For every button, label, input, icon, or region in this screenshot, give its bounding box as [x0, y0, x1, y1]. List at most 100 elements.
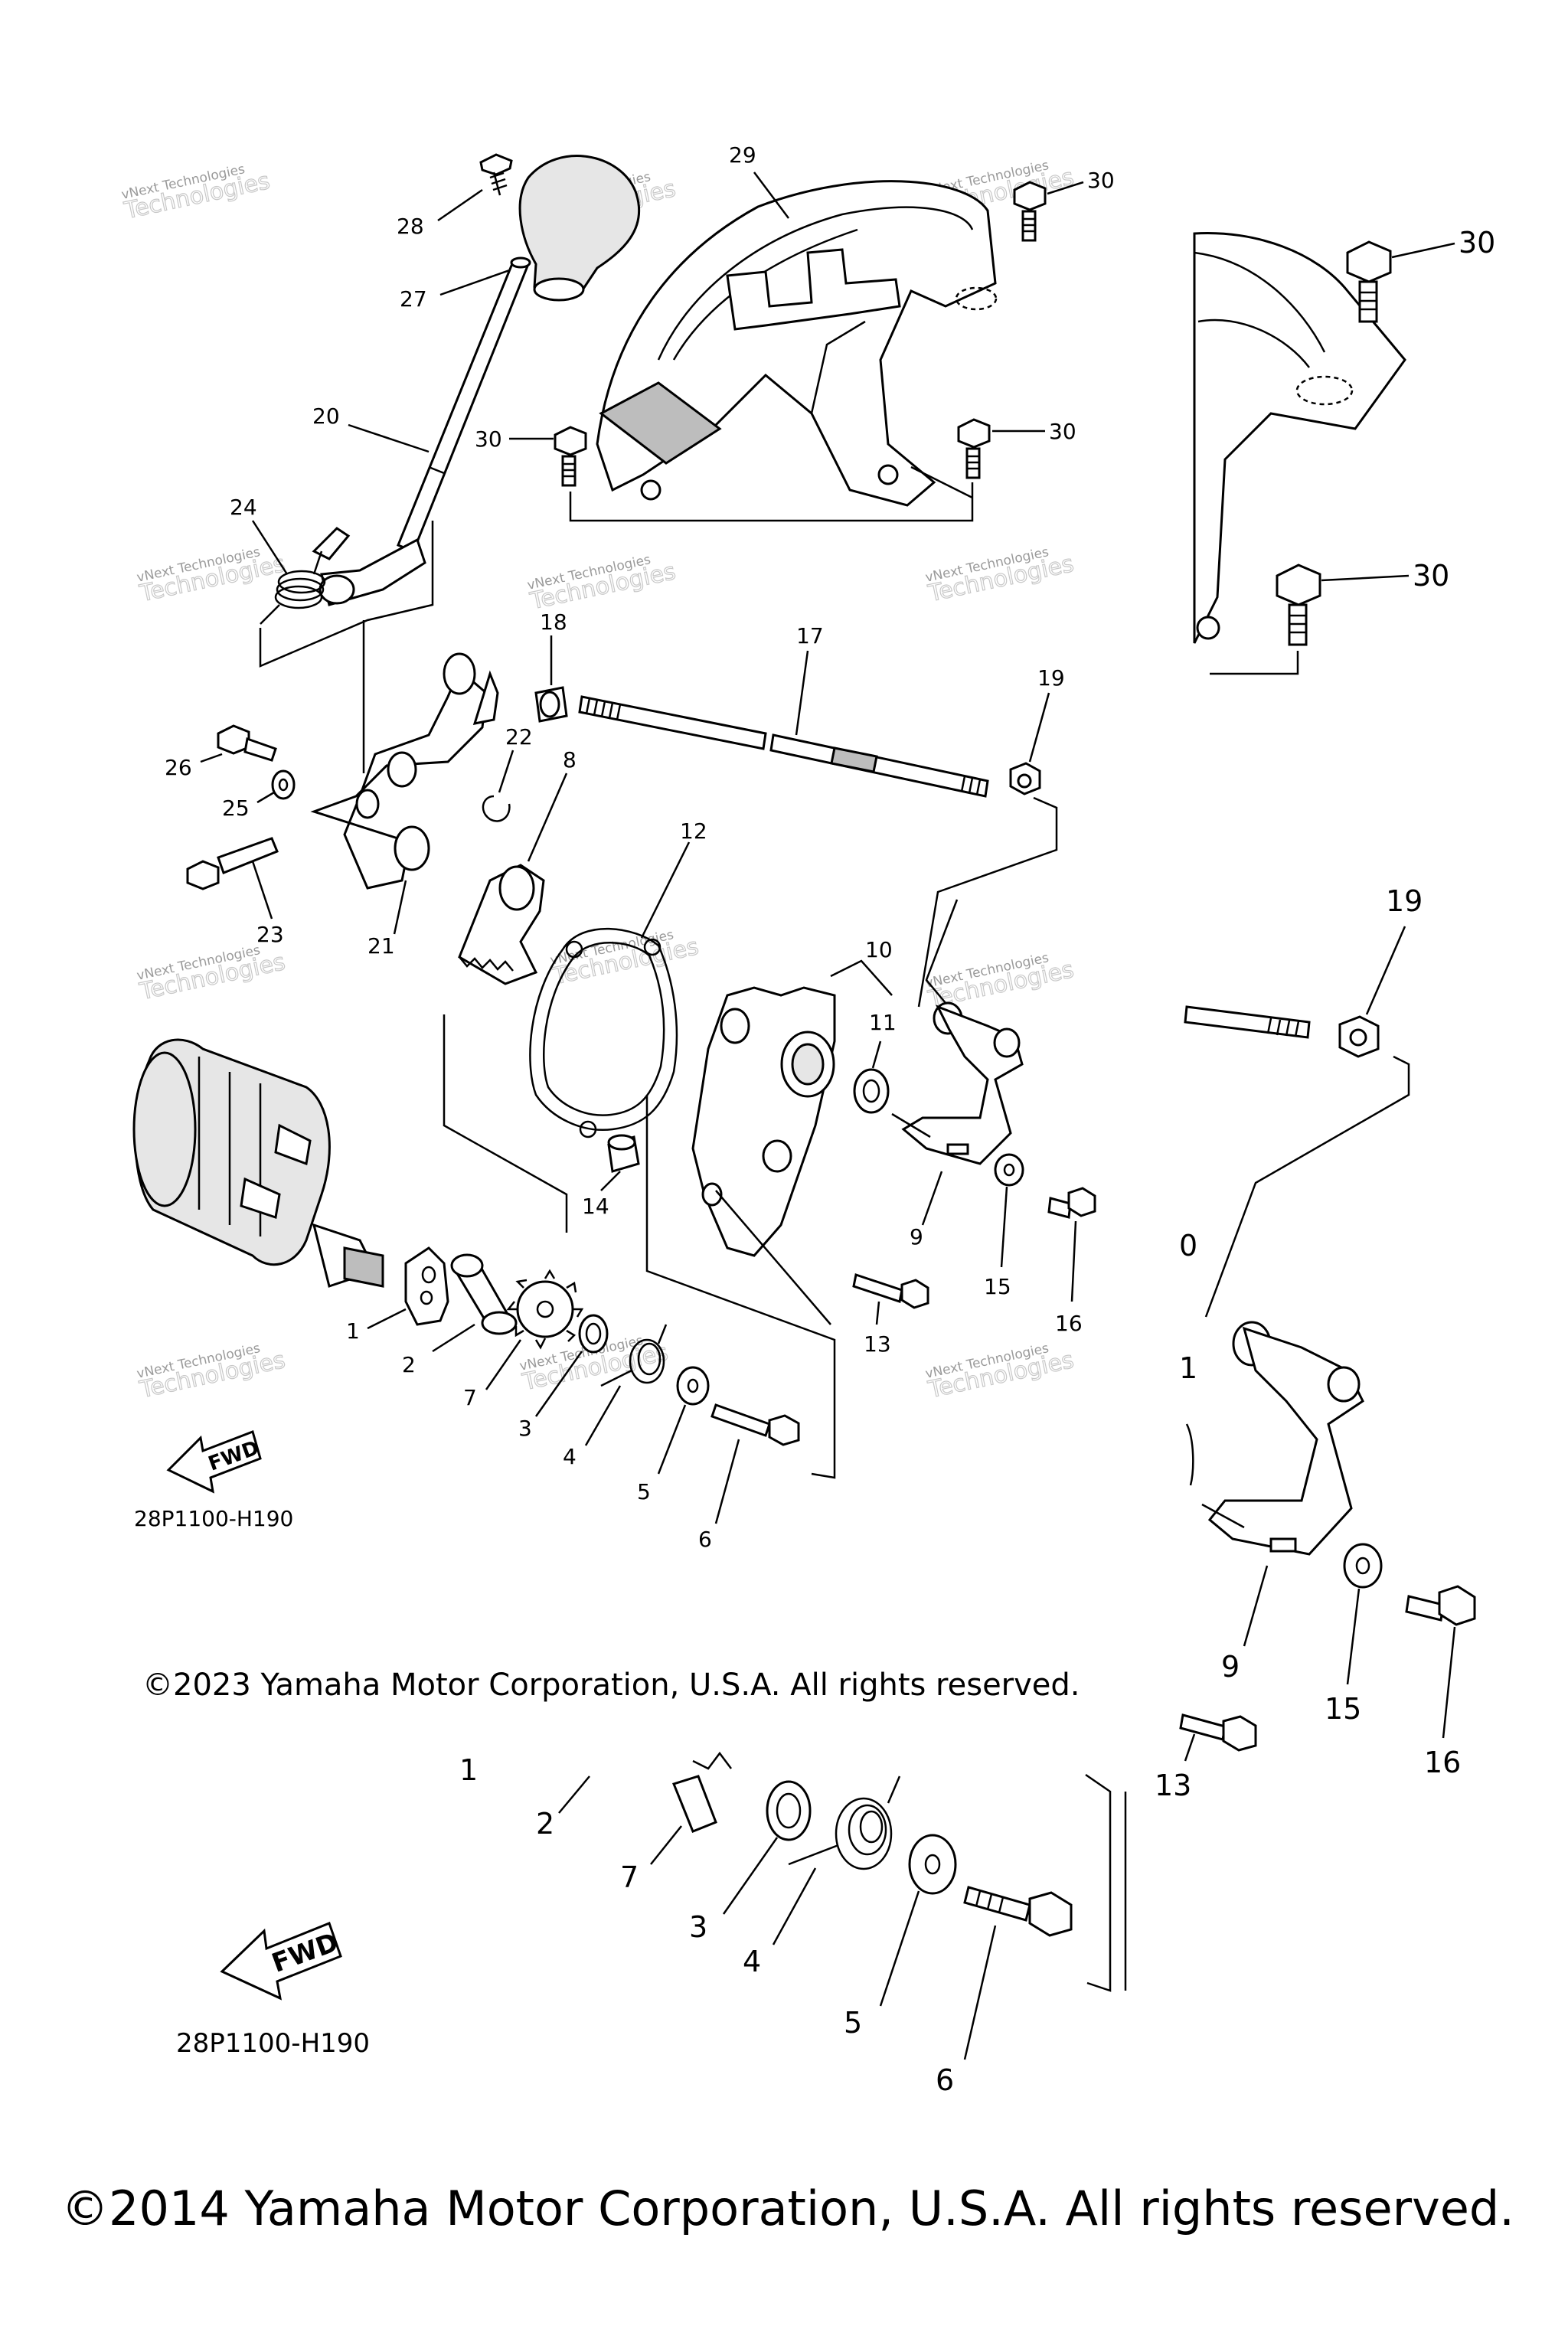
label-text: 12 [680, 818, 707, 844]
part-label-22: 22 [498, 724, 533, 793]
label-text: 9 [1221, 1650, 1240, 1684]
part-label-13: 13 [864, 1301, 891, 1357]
label-text: 21 [368, 933, 395, 959]
label-text: 30 [1049, 419, 1076, 444]
part-label-9: 9 [910, 1171, 943, 1250]
bolt-6 [710, 1403, 800, 1446]
label-text: 13 [864, 1331, 891, 1357]
watermark: vNext Technologies Technologies [924, 1341, 1076, 1404]
label-text: 7 [463, 1385, 477, 1410]
part-label-26: 26 [165, 753, 223, 780]
shift-cover [691, 986, 836, 1257]
label-text: 4 [743, 1945, 761, 1978]
torsion-spring-4 [600, 1324, 668, 1387]
shift-pawl-gear [506, 1269, 584, 1350]
label-text: 16 [1424, 1746, 1461, 1779]
bolt-30: 30 [1276, 559, 1449, 646]
segment-gear [458, 864, 545, 985]
label-text: 11 [869, 1010, 897, 1035]
copyright-notice-bottom: ©2014 Yamaha Motor Corporation, U.S.A. A… [61, 2180, 1514, 2236]
part-label-7: 7 [463, 1339, 522, 1410]
part-label-17: 17 [795, 623, 824, 736]
shift-pawl-holder [404, 1246, 449, 1326]
label-text: 23 [256, 922, 284, 947]
label-text: 1 [459, 1753, 478, 1787]
diagram-code: 28P1100-H190 [134, 1506, 293, 1531]
label-text: 25 [222, 795, 250, 821]
label-text: 0 [1179, 1229, 1197, 1263]
label-text: 2 [536, 1807, 554, 1841]
label-text: 16 [1055, 1311, 1083, 1336]
part-label-9-detail: 9 [1221, 1565, 1269, 1684]
label-text: 26 [165, 755, 192, 780]
part-label-10: 10 [830, 937, 893, 996]
label-text: 5 [844, 2006, 862, 2040]
shaft-detail [1184, 1005, 1311, 1039]
bolt-6-lower [963, 1886, 1073, 1937]
bushing [450, 1253, 518, 1335]
label-text: 28 [397, 214, 424, 239]
label-text: 27 [400, 286, 427, 312]
dowel-pin [607, 1134, 640, 1173]
label-text: 15 [1325, 1692, 1361, 1726]
part-label-5: 5 [637, 1404, 687, 1504]
part-label-15: 15 [984, 1186, 1011, 1299]
part-label-25: 25 [222, 791, 275, 821]
watermark: vNext Technologies Technologies [136, 544, 288, 608]
watermark: vNext Technologies Technologies [120, 162, 273, 225]
bolt-16 [1047, 1187, 1096, 1219]
label-text: 6 [698, 1527, 712, 1552]
nut-19-detail [1338, 1015, 1380, 1058]
label-text: 14 [582, 1194, 609, 1219]
watermark: vNext Technologies Technologies [136, 942, 288, 1006]
fwd-arrow-lower: FWD [220, 1922, 342, 2001]
label-text: 30 [475, 426, 502, 452]
label-text: 18 [540, 609, 567, 635]
bolt-26 [217, 724, 277, 762]
part-label-2: 2 [402, 1323, 475, 1377]
watermark: vNext Technologies Technologies [924, 544, 1076, 608]
part-label-19-detail: 19 [1365, 884, 1423, 1015]
label-text: 7 [620, 1860, 639, 1894]
bolt-30: 30 [475, 426, 587, 487]
shift-pawl-gear-lower [672, 1751, 732, 1833]
stopper-lever [901, 1001, 1024, 1165]
label-text: 8 [563, 747, 577, 773]
copyright-notice: ©2023 Yamaha Motor Corporation, U.S.A. A… [142, 1668, 1080, 1703]
label-text: 24 [230, 495, 257, 520]
label-text: 2 [402, 1352, 416, 1377]
label-text: 19 [1386, 884, 1423, 918]
bolt-30: 30 [1346, 226, 1495, 323]
label-text: 5 [637, 1479, 651, 1504]
part-label-18: 18 [540, 609, 567, 685]
fwd-arrow: FWD [166, 1430, 262, 1494]
label-text: 30 [1459, 226, 1495, 260]
return-spring [260, 550, 326, 625]
part-label-12: 12 [640, 818, 707, 939]
part-label-23: 23 [251, 861, 284, 947]
nut [1009, 762, 1041, 795]
torsion-spring-4-lower [788, 1775, 901, 1870]
label-text: 3 [518, 1416, 532, 1441]
bolt-23 [186, 837, 279, 890]
gasket [529, 927, 678, 1138]
shift-gate-cover-detail [1193, 231, 1406, 644]
diagram-code: 28P1100-H190 [176, 2028, 370, 2059]
part-label-20: 20 [312, 403, 430, 453]
part-label-14: 14 [582, 1171, 621, 1219]
part-label-6: 6 [698, 1439, 740, 1552]
shift-knob [518, 155, 641, 302]
part-label-1: 1 [346, 1308, 407, 1344]
label-text: 3 [689, 1910, 707, 1944]
washer-15-detail [1343, 1543, 1383, 1589]
stopper-lever-detail [1185, 1321, 1364, 1556]
label-text: 1 [1179, 1351, 1197, 1385]
label-text: 30 [1413, 559, 1449, 593]
circlip-22 [482, 795, 511, 822]
part-label-28: 28 [397, 188, 483, 239]
label-text: 17 [796, 623, 824, 648]
circlip-3-lower [766, 1780, 812, 1841]
part-label-7-lower: 7 [620, 1825, 682, 1894]
part-label-21: 21 [368, 880, 407, 959]
